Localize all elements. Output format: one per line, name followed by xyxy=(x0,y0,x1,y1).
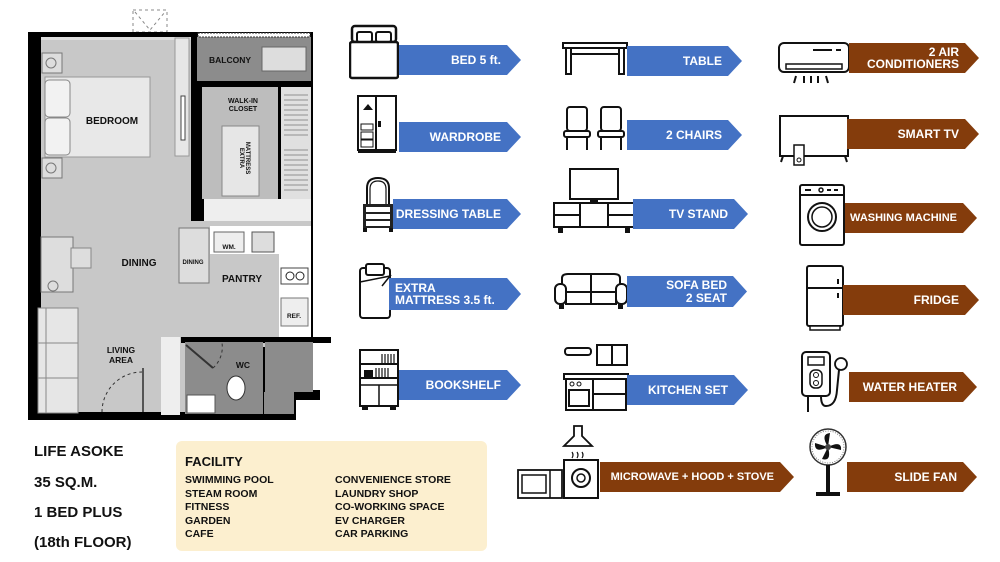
floor-plan: BALCONY WALK-IN CLOSET EXTRA MATTRESS BE… xyxy=(28,9,331,430)
tag-smart-tv: SMART TV xyxy=(847,119,979,149)
wm-label: WM. xyxy=(222,244,236,251)
wc xyxy=(101,337,331,415)
facility-item: CAFE xyxy=(185,528,214,541)
tag-bookshelf: BOOKSHELF xyxy=(399,370,521,400)
closet-label-2: CLOSET xyxy=(229,106,258,113)
facility-item: SWIMMING POOL xyxy=(185,474,274,486)
project-name: LIFE ASOKE xyxy=(34,443,124,460)
facility-item: LAUNDRY SHOP xyxy=(335,487,419,500)
tag-microwave-hood-stove: MICROWAVE + HOOD + STOVE xyxy=(600,462,794,492)
dining-counter-label: DINING xyxy=(183,260,204,266)
extra-mattress-label-1: EXTRA xyxy=(238,148,244,169)
bed-icon xyxy=(349,24,399,80)
tag-air-conditioners: 2 AIR CONDITIONERS xyxy=(849,43,979,73)
microwave-hood-stove-icon xyxy=(517,425,599,499)
tag-extra-mattress: EXTRA MATTRESS 3.5 ft. xyxy=(389,278,521,310)
sofa-icon xyxy=(554,273,628,309)
tag-chairs: 2 CHAIRS xyxy=(627,120,742,150)
facility-title: FACILITY xyxy=(185,454,243,469)
closet-label-1: WALK-IN xyxy=(228,98,258,105)
project-floor: (18th FLOOR) xyxy=(34,534,132,551)
pantry-label: PANTRY xyxy=(222,274,262,285)
bookshelf-icon xyxy=(359,349,399,410)
balcony xyxy=(197,32,311,81)
tag-table: TABLE xyxy=(627,46,742,76)
tag-water-heater: WATER HEATER xyxy=(849,372,977,402)
fan-icon xyxy=(809,428,847,496)
living-label-1: LIVING xyxy=(107,345,136,355)
extra-mattress-label-2: MATTRESS xyxy=(244,142,250,175)
tag-washing-machine: WASHING MACHINE xyxy=(845,203,977,233)
tag-tv-stand: TV STAND xyxy=(633,199,748,229)
facility-item: EV CHARGER xyxy=(335,514,406,527)
project-type: 1 BED PLUS xyxy=(34,504,123,521)
tag-sofa-bed: SOFA BED 2 SEAT xyxy=(627,276,747,307)
fridge-icon xyxy=(806,265,844,331)
bedroom-label: BEDROOM xyxy=(86,116,138,127)
facility-item: GARDEN xyxy=(185,514,231,527)
facility-item: CONVENIENCE STORE xyxy=(335,474,451,486)
tv-stand-icon xyxy=(553,168,635,233)
window-marker xyxy=(132,9,168,33)
tag-dressing-table: DRESSING TABLE xyxy=(393,199,521,229)
chairs-icon xyxy=(563,106,625,150)
project-size: 35 SQ.M. xyxy=(34,474,98,491)
air-conditioner-icon xyxy=(778,42,850,84)
facility-column-1: SWIMMING POOL STEAM ROOM FITNESS GARDEN … xyxy=(185,474,274,542)
smart-tv-icon xyxy=(779,115,849,166)
tag-fridge: FRIDGE xyxy=(843,285,979,315)
ref-label: REF. xyxy=(287,313,301,320)
wardrobe-icon xyxy=(357,95,397,153)
facility-box: FACILITY SWIMMING POOL STEAM ROOM FITNES… xyxy=(176,441,487,551)
kitchen-set-icon xyxy=(563,344,629,411)
tag-kitchen-set: KITCHEN SET xyxy=(627,375,748,405)
facility-column-2: CONVENIENCE STORE LAUNDRY SHOP CO-WORKIN… xyxy=(335,474,451,542)
pantry-area xyxy=(178,221,311,347)
facility-item: CO-WORKING SPACE xyxy=(335,501,445,514)
tag-bed: BED 5 ft. xyxy=(399,45,521,75)
dressing-table-icon xyxy=(363,176,393,232)
facility-item: STEAM ROOM xyxy=(185,487,258,500)
wc-label: WC xyxy=(236,360,250,370)
tag-wardrobe: WARDROBE xyxy=(399,122,521,152)
water-heater-icon xyxy=(801,351,848,412)
balcony-label: BALCONY xyxy=(209,55,251,65)
facility-item: CAR PARKING xyxy=(335,528,409,541)
walk-in-closet xyxy=(202,87,311,221)
facility-item: FITNESS xyxy=(185,501,230,514)
living-label-2: AREA xyxy=(109,355,133,365)
dining-table xyxy=(37,236,92,414)
dining-label: DINING xyxy=(122,258,157,269)
table-icon xyxy=(562,42,628,75)
mattress-icon xyxy=(359,263,392,319)
tag-slide-fan: SLIDE FAN xyxy=(847,462,977,492)
washing-machine-icon xyxy=(799,184,845,246)
